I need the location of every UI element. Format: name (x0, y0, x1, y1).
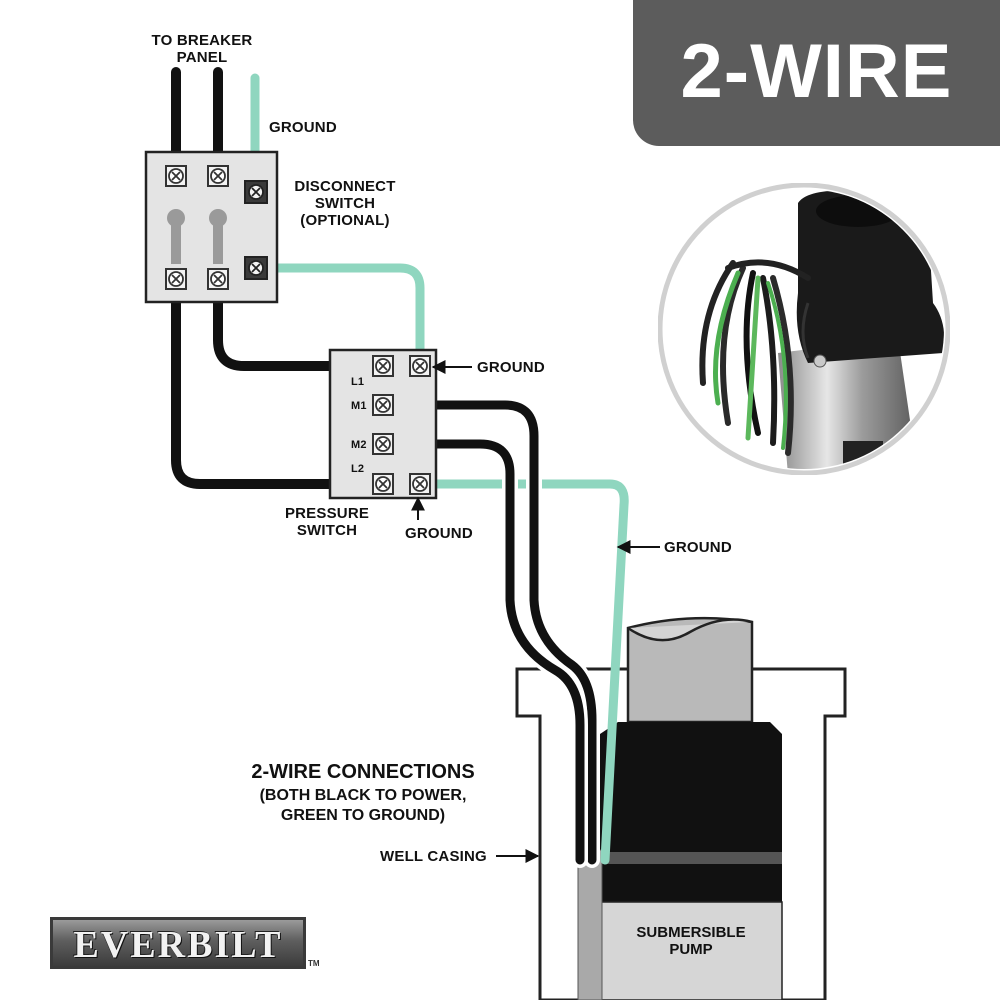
pressure-switch-label: PRESSURE SWITCH (284, 505, 370, 539)
disconnect-blade-2 (209, 209, 227, 264)
submersible-pump-label: SUBMERSIBLE PUMP (636, 924, 746, 958)
power-wire-l1-out (213, 273, 387, 371)
breaker-panel-label: TO BREAKER PANEL (151, 32, 253, 66)
logo-text: EVERBILT (73, 924, 283, 966)
pressure-switch (328, 348, 438, 500)
logo-trademark: TM (308, 959, 320, 968)
disconnect-switch-label: DISCONNECT SWITCH (OPTIONAL) (294, 178, 396, 229)
terminal-l2-label: L2 (351, 463, 365, 475)
ground-wire-label: GROUND (664, 539, 732, 556)
submersible-pump (599, 722, 783, 1000)
terminal-m1-label: M1 (351, 400, 367, 412)
pump-lead-m2 (378, 439, 585, 865)
badge-text: 2-WIRE (680, 29, 953, 114)
pump-lead-m1 (378, 400, 597, 865)
ground-wire-to-pump (415, 479, 629, 865)
terminal-m2-label: M2 (351, 439, 367, 451)
ground-pressure-switch-top-label: GROUND (477, 359, 545, 376)
wire-type-badge: 2-WIRE (633, 0, 1000, 146)
connections-subtitle: (BOTH BLACK TO POWER, GREEN TO GROUND) (259, 787, 467, 824)
everbilt-logo: EVERBILT (50, 917, 306, 969)
terminal-l1-label: L1 (351, 376, 365, 388)
power-wire-l2-out (171, 273, 387, 489)
disconnect-switch (144, 150, 279, 304)
ground-wire-disconnect-to-ps (251, 263, 425, 370)
drop-cable (577, 849, 603, 1000)
well-casing-label: WELL CASING (380, 848, 487, 865)
ground-pressure-switch-bottom-label: GROUND (405, 525, 473, 542)
disconnect-blade-1 (167, 209, 185, 264)
ground-top-label: GROUND (269, 119, 337, 136)
discharge-pipe (626, 616, 754, 724)
connections-title: 2-WIRE CONNECTIONS (251, 761, 475, 783)
pump-photo (658, 183, 950, 475)
